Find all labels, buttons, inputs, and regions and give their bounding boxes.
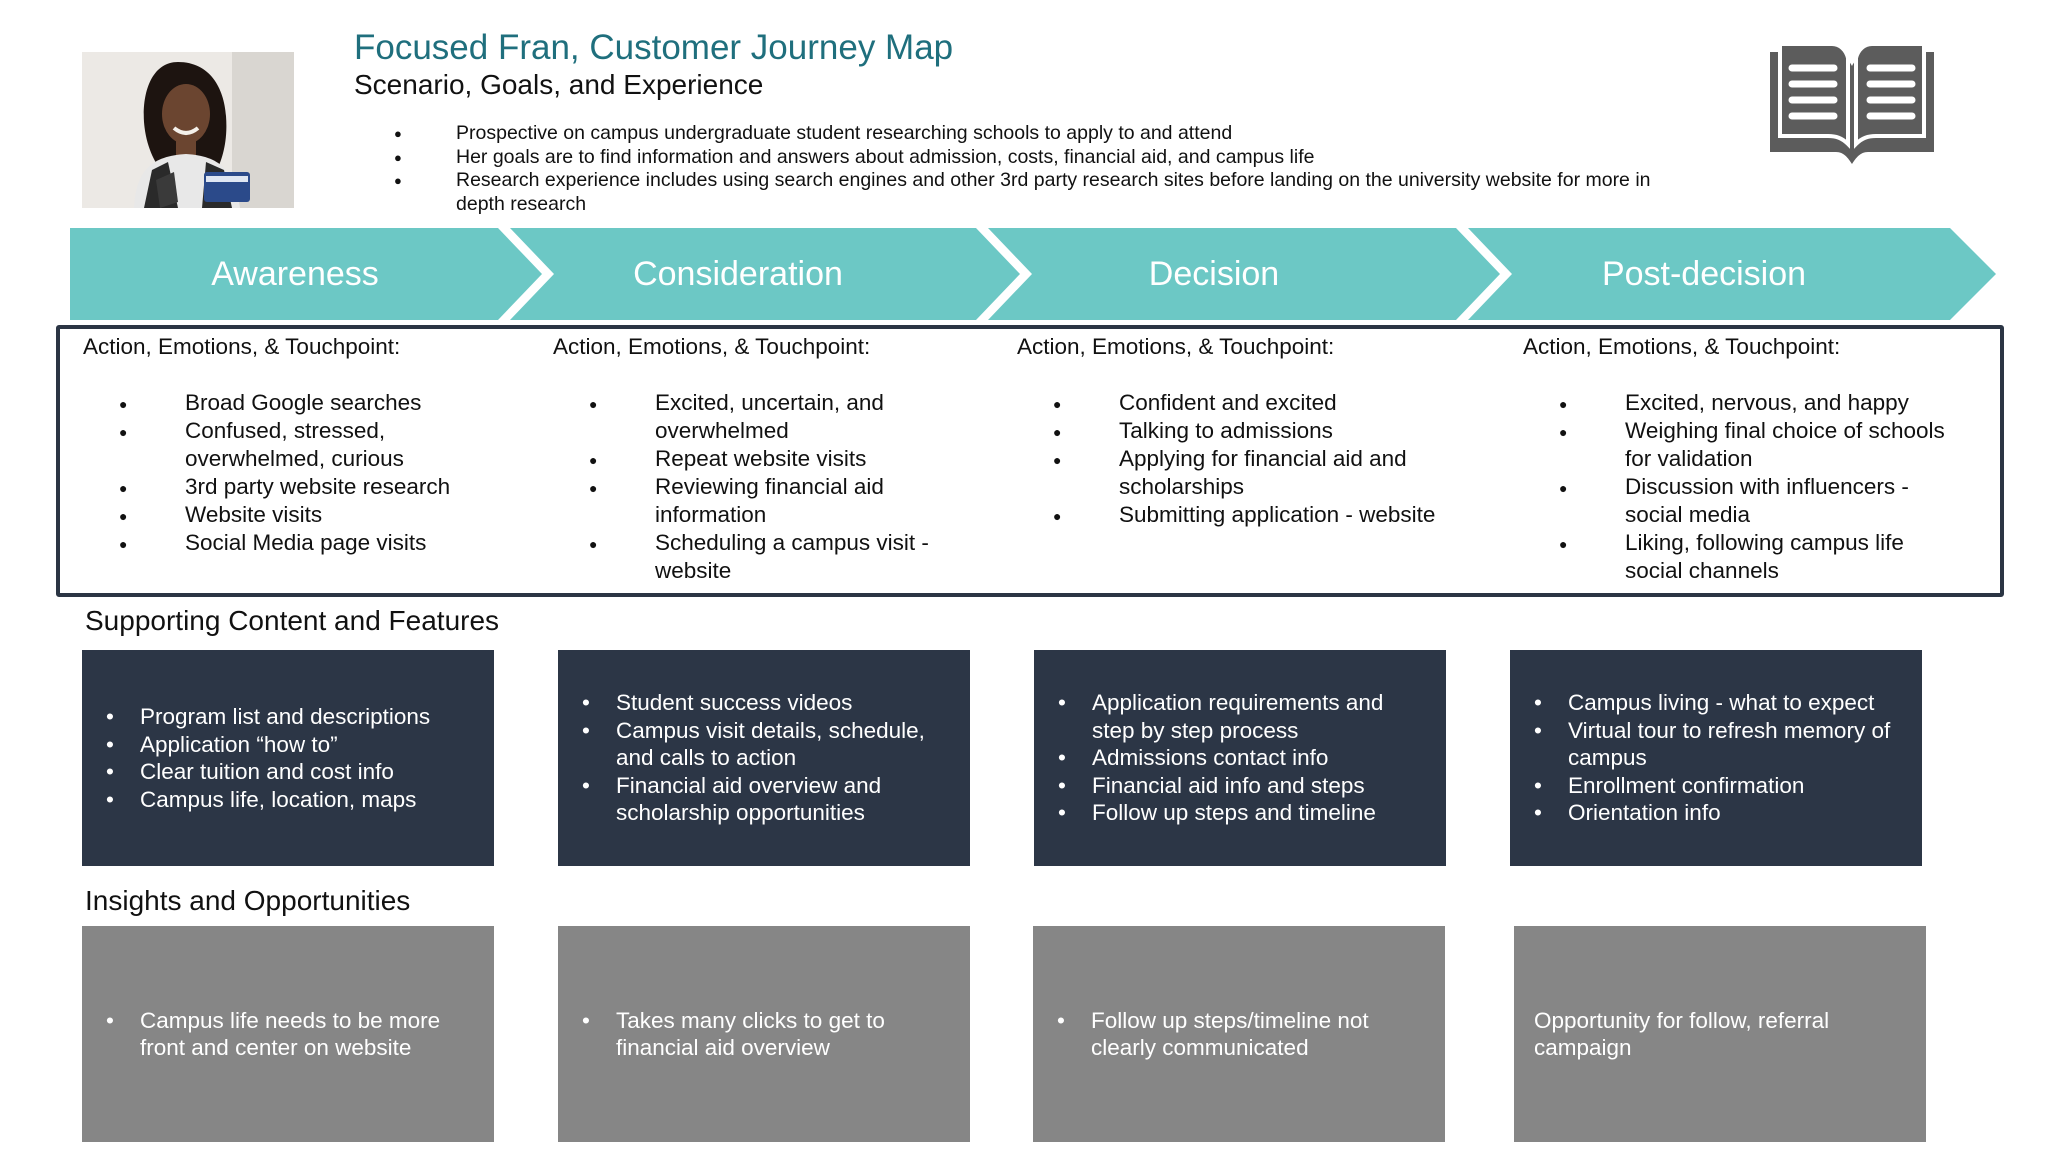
list-item: Financial aid info and steps [1034,772,1446,800]
insight-box-consideration: Takes many clicks to get to financial ai… [558,926,970,1142]
list-item: Enrollment confirmation [1510,772,1922,800]
list-item: Orientation info [1510,799,1922,827]
persona-illustration [82,52,294,208]
list-item: Social Media page visits [83,529,513,558]
actions-list-awareness: Broad Google searches Confused, stressed… [83,389,513,558]
stage-arrow-post-decision [1468,228,1996,320]
list-item: Application “how to” [82,731,494,759]
insight-box-post-decision: Opportunity for follow, referral campaig… [1514,926,1926,1142]
journey-stages [70,228,1996,320]
stage-label-consideration: Consideration [633,255,843,293]
list-item: Discussion with influencers - social med… [1523,473,1963,529]
actions-list-consideration: Excited, uncertain, and overwhelmed Repe… [553,389,983,585]
supporting-box-decision: Application requirements and step by ste… [1034,650,1446,866]
scenario-list: Prospective on campus undergraduate stud… [390,122,1690,216]
actions-heading: Action, Emotions, & Touchpoint: [83,334,401,359]
insight-box-awareness: Campus life needs to be more front and c… [82,926,494,1142]
list-item: Broad Google searches [83,389,513,418]
list-item: Campus life needs to be more front and c… [82,1007,494,1062]
list-item: Submitting application - website [1017,501,1447,530]
actions-heading: Action, Emotions, & Touchpoint: [553,334,871,359]
actions-panel [56,325,2004,597]
list-item: Financial aid overview and scholarship o… [558,772,970,827]
list-item: Confident and excited [1017,389,1447,418]
open-book-icon [1770,40,1934,174]
list-item: Follow up steps and timeline [1034,799,1446,827]
stage-label-post-decision: Post-decision [1601,255,1807,293]
stage-arrow-awareness [70,228,542,320]
list-item: Virtual tour to refresh memory of campus [1510,717,1922,772]
scenario-item: Prospective on campus undergraduate stud… [390,122,1690,146]
list-item: Weighing final choice of schools for val… [1523,417,1963,473]
list-item: Campus visit details, schedule, and call… [558,717,970,772]
actions-heading: Action, Emotions, & Touchpoint: [1017,334,1335,359]
supporting-box-consideration: Student success videos Campus visit deta… [558,650,970,866]
actions-heading: Action, Emotions, & Touchpoint: [1523,334,1841,359]
supporting-box-post-decision: Campus living - what to expect Virtual t… [1510,650,1922,866]
insights-heading: Insights and Opportunities [85,885,411,916]
stage-arrow-consideration [510,228,1020,320]
page-title: Focused Fran, Customer Journey Map [354,28,954,67]
list-item: Clear tuition and cost info [82,758,494,786]
list-item: Takes many clicks to get to financial ai… [558,1007,970,1062]
page-subtitle: Scenario, Goals, and Experience [354,69,764,100]
persona-photo [82,52,294,208]
supporting-box-awareness: Program list and descriptions Applicatio… [82,650,494,866]
stage-arrow-decision [988,228,1500,320]
list-item: Liking, following campus life social cha… [1523,529,1963,585]
list-item: Student success videos [558,689,970,717]
list-item: 3rd party website research [83,473,513,502]
list-item: Excited, nervous, and happy [1523,389,1963,418]
list-item: Program list and descriptions [82,703,494,731]
list-item: Opportunity for follow, referral campaig… [1534,1007,1830,1061]
insight-box-decision: Follow up steps/timeline not clearly com… [1033,926,1445,1142]
list-item: Scheduling a campus visit - website [553,529,983,585]
list-item: Excited, uncertain, and overwhelmed [553,389,983,445]
list-item: Admissions contact info [1034,744,1446,772]
list-item: Follow up steps/timeline not clearly com… [1033,1007,1445,1062]
list-item: Confused, stressed, overwhelmed, curious [83,417,513,473]
supporting-heading: Supporting Content and Features [85,605,500,636]
list-item: Applying for financial aid and scholarsh… [1017,445,1447,501]
stage-label-decision: Decision [1148,255,1280,293]
list-item: Campus life, location, maps [82,786,494,814]
stage-label-awareness: Awareness [211,255,379,293]
scenario-item: Her goals are to find information and an… [390,146,1690,170]
list-item: Website visits [83,501,513,530]
actions-list-post-decision: Excited, nervous, and happy Weighing fin… [1523,389,1963,585]
actions-list-decision: Confident and excited Talking to admissi… [1017,389,1447,530]
list-item: Application requirements and step by ste… [1034,689,1446,744]
list-item: Repeat website visits [553,445,983,474]
list-item: Reviewing financial aid information [553,473,983,529]
list-item: Talking to admissions [1017,417,1447,446]
list-item: Campus living - what to expect [1510,689,1922,717]
scenario-item: Research experience includes using searc… [390,169,1690,216]
